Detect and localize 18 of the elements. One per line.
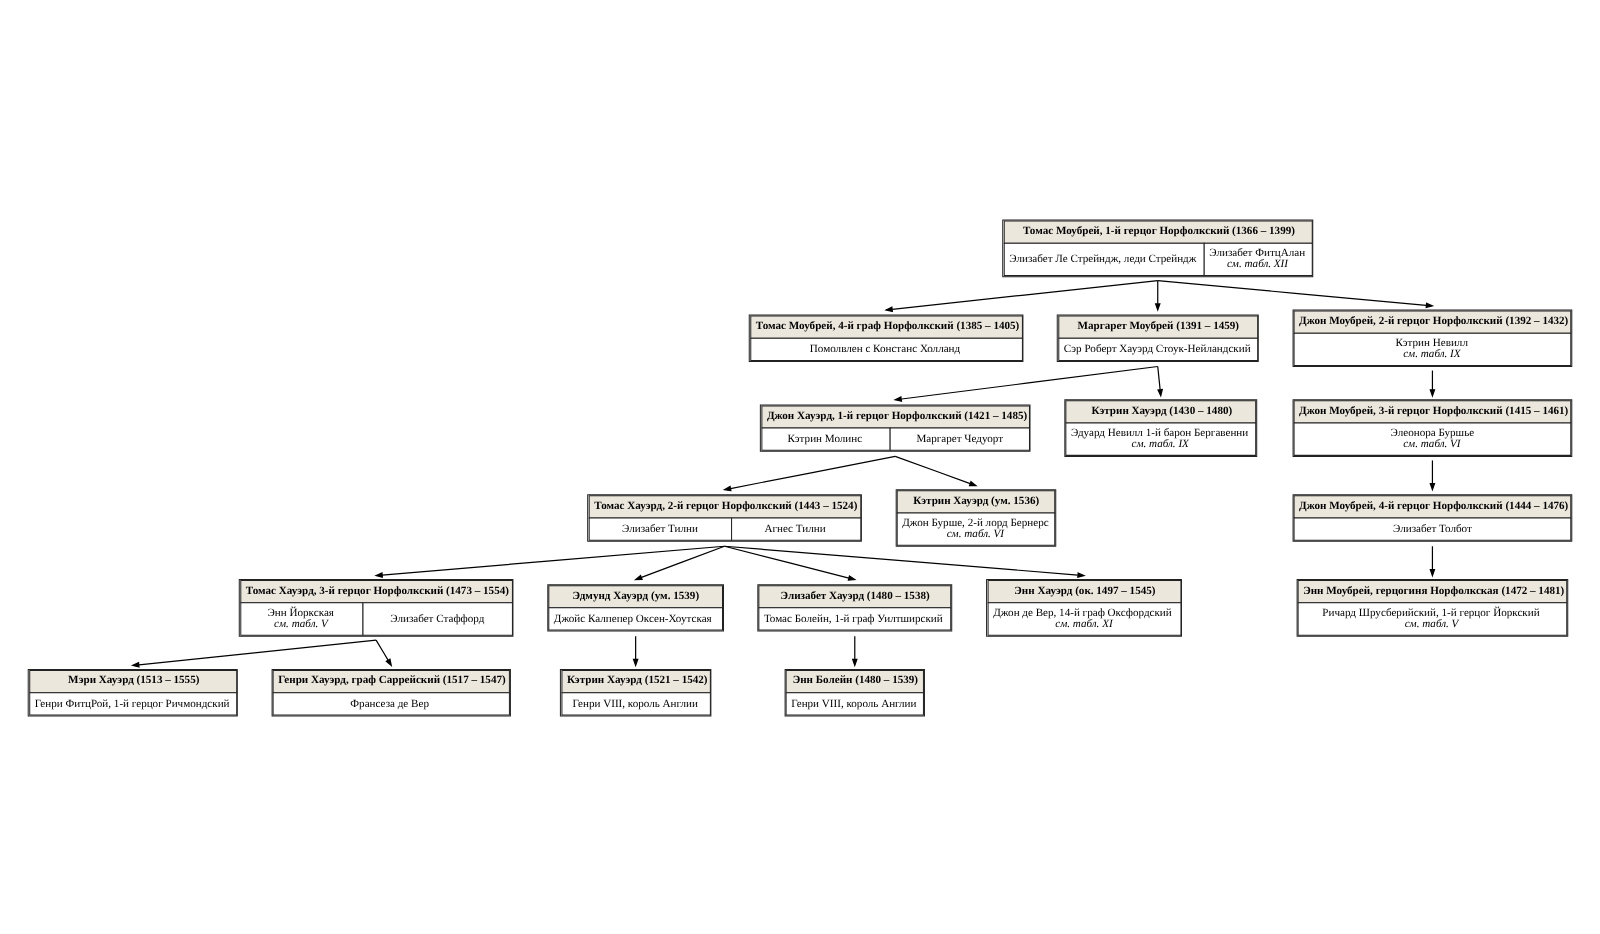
arrow	[1157, 364, 1164, 397]
arrow	[1157, 279, 1435, 308]
arrow	[723, 544, 857, 580]
arrow	[893, 364, 1159, 401]
arrow	[1429, 368, 1436, 397]
arrow	[722, 454, 896, 491]
arrow	[851, 634, 858, 667]
arrow	[894, 454, 978, 486]
arrow	[130, 638, 377, 667]
arrow	[884, 279, 1159, 312]
arrow	[374, 544, 726, 577]
arrow	[633, 544, 726, 580]
arrow	[632, 634, 639, 667]
arrow	[1429, 544, 1436, 577]
arrow	[723, 544, 1086, 577]
arrow	[1154, 279, 1161, 311]
arrow	[1429, 458, 1436, 491]
arrow	[375, 638, 393, 666]
